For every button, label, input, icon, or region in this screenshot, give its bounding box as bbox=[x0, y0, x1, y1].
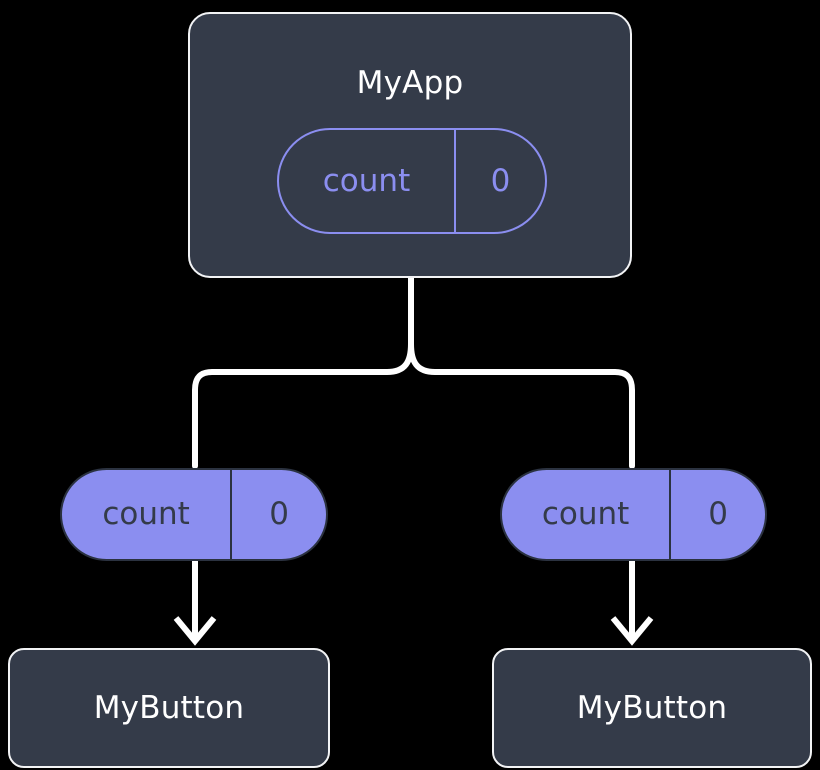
arrowhead-left bbox=[173, 616, 217, 646]
edge-root-to-right bbox=[408, 341, 635, 469]
component-label-myapp: MyApp bbox=[356, 65, 464, 101]
prop-pill-right-key: count bbox=[541, 496, 630, 532]
component-label-mybutton-left: MyButton bbox=[93, 689, 245, 726]
component-node-mybutton-right[interactable]: MyButton bbox=[492, 648, 812, 768]
prop-pill-right-value: 0 bbox=[669, 470, 765, 559]
edge-root-to-left bbox=[192, 341, 414, 469]
prop-pill-left-key: count bbox=[102, 496, 190, 532]
component-node-mybutton-left[interactable]: MyButton bbox=[8, 648, 330, 768]
state-pill-key: count bbox=[322, 162, 411, 199]
arrowhead-right bbox=[610, 616, 654, 646]
prop-pill-right[interactable]: count 0 bbox=[500, 468, 767, 561]
state-pill-myapp[interactable]: count 0 bbox=[277, 128, 547, 234]
prop-pill-left-value: 0 bbox=[230, 470, 326, 559]
state-pill-value: 0 bbox=[454, 130, 545, 232]
prop-pill-left[interactable]: count 0 bbox=[60, 468, 328, 561]
component-label-mybutton-right: MyButton bbox=[576, 689, 728, 726]
